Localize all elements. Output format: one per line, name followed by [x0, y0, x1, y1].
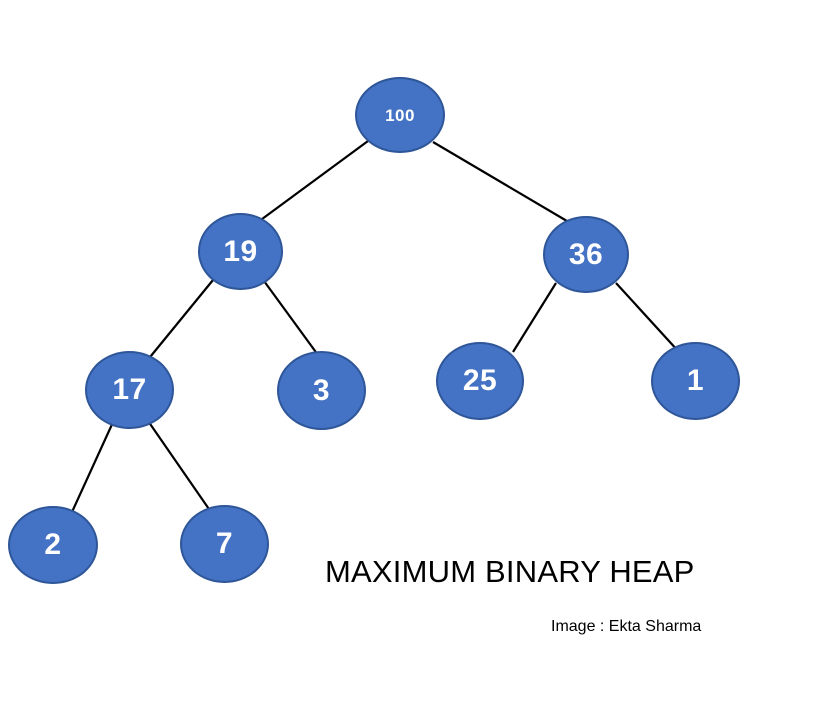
- heap-node-label: 2: [44, 528, 62, 561]
- edge-n19-to-n3: [263, 280, 319, 356]
- edge-n36-to-n1: [615, 282, 680, 353]
- edge-n100-to-n19: [257, 140, 369, 223]
- heap-node-3[interactable]: 3: [277, 351, 366, 430]
- edge-n17-to-n7: [145, 417, 212, 513]
- heap-node-36[interactable]: 36: [543, 216, 629, 293]
- heap-node-19[interactable]: 19: [198, 213, 283, 290]
- heap-node-7[interactable]: 7: [180, 505, 269, 583]
- edge-n100-to-n36: [432, 141, 573, 225]
- heap-node-label: 7: [215, 527, 234, 560]
- image-credit: Image : Ekta Sharma: [551, 618, 702, 635]
- edge-n19-to-n17: [145, 279, 214, 363]
- heap-node-100[interactable]: 100: [355, 77, 445, 153]
- heap-node-label: 17: [112, 373, 147, 406]
- heap-node-2[interactable]: 2: [8, 506, 98, 584]
- heap-node-label: 3: [312, 373, 331, 407]
- heap-node-25[interactable]: 25: [436, 342, 524, 420]
- heap-node-label: 25: [462, 364, 498, 397]
- heap-node-1[interactable]: 1: [651, 342, 740, 420]
- heap-node-17[interactable]: 17: [85, 351, 174, 429]
- heap-node-label: 1: [686, 364, 705, 397]
- edge-n17-to-n2: [70, 419, 116, 513]
- diagram-title: MAXIMUM BINARY HEAP: [325, 554, 695, 589]
- heap-node-label: 100: [385, 105, 415, 125]
- heap-node-label: 19: [223, 234, 258, 268]
- heap-node-label: 36: [568, 237, 604, 271]
- edge-n36-to-n25: [512, 282, 557, 353]
